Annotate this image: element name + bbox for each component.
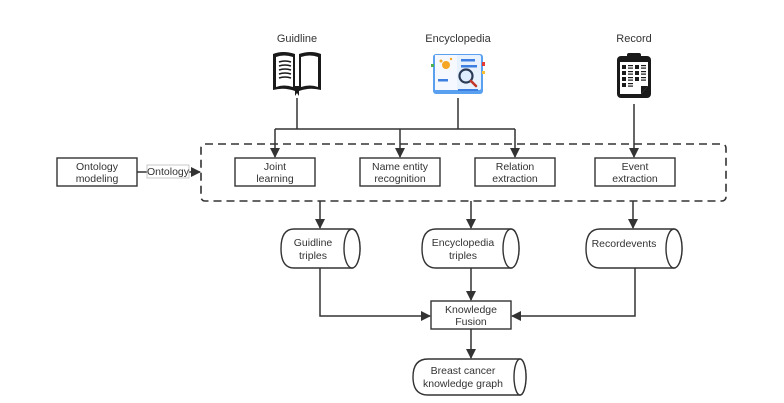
relation-extraction-node[interactable]: Relation extraction	[474, 157, 556, 187]
guideline-triples-label-1: Guidline	[294, 237, 333, 249]
edge-guideline-to-fusion	[319, 268, 431, 321]
encyclopedia-triples-store[interactable]: Encyclopedia triples	[421, 228, 520, 269]
event-extraction-node[interactable]: Event extraction	[594, 157, 676, 187]
record-events-label: Recordevents	[592, 238, 657, 250]
joint-learning-node[interactable]: Joint learning	[234, 157, 316, 187]
record-events-store[interactable]: Recordevents	[585, 228, 683, 269]
event-label-1: Event	[622, 161, 649, 173]
edge-record-to-fusion	[511, 268, 636, 321]
ner-label-1: Name entity	[372, 161, 429, 173]
event-label-2: extraction	[612, 173, 658, 185]
guideline-triples-label-2: triples	[299, 250, 327, 262]
guideline-triples-store[interactable]: Guidline triples	[280, 228, 361, 269]
encyclopedia-triples-label-2: triples	[449, 250, 477, 262]
encyclopedia-search-icon	[431, 54, 485, 94]
source-label-encyclopedia: Encyclopedia	[425, 33, 491, 45]
extraction-group	[200, 143, 727, 202]
ner-label-2: recognition	[374, 173, 426, 185]
ontology-edge-label: Ontology	[147, 166, 190, 178]
ner-node[interactable]: Name entity recognition	[359, 157, 441, 187]
ontology-label-2: modeling	[76, 173, 119, 185]
ontology-edge-label-bg	[146, 164, 190, 179]
knowledge-fusion-node[interactable]: Knowledge Fusion	[430, 300, 512, 330]
open-book-icon	[273, 52, 321, 96]
encyclopedia-triples-label-1: Encyclopedia	[432, 237, 495, 249]
breast-cancer-kg-store[interactable]: Breast cancer knowledge graph	[412, 358, 527, 396]
source-label-guideline: Guidline	[277, 33, 317, 45]
relation-label-1: Relation	[496, 161, 535, 173]
relation-label-2: extraction	[492, 173, 538, 185]
fusion-label-2: Fusion	[455, 316, 487, 328]
ontology-modeling-node[interactable]: Ontology modeling	[56, 157, 138, 187]
clipboard-record-icon	[617, 53, 651, 98]
kg-label-1: Breast cancer	[431, 365, 496, 377]
fusion-label-1: Knowledge	[445, 304, 497, 316]
kg-label-2: knowledge graph	[423, 378, 503, 390]
joint-label-2: learning	[256, 173, 294, 185]
joint-label-1: Joint	[264, 161, 286, 173]
ontology-label-1: Ontology	[76, 161, 119, 173]
source-label-record: Record	[616, 33, 651, 45]
